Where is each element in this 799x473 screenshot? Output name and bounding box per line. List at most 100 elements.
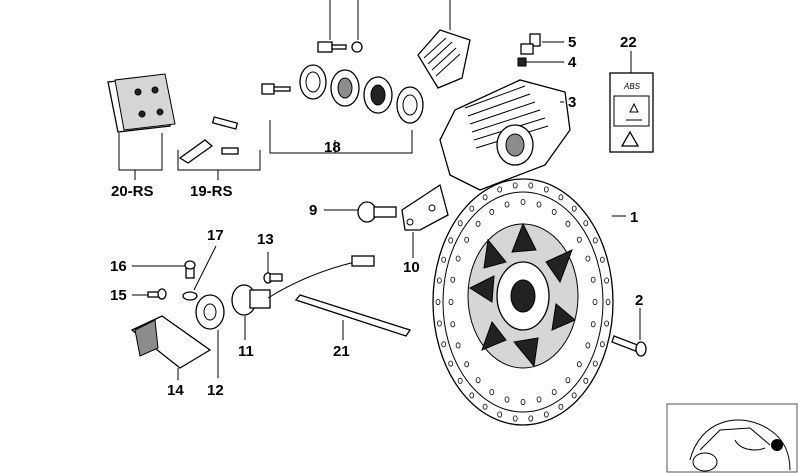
disc-hole (512, 415, 518, 422)
label-part-16: 16 (110, 258, 127, 275)
abs-sensor (231, 255, 375, 316)
disc-hole (448, 360, 454, 367)
label-part-3: 3 (568, 94, 576, 111)
sensor-screw (263, 272, 283, 284)
disc-hole (489, 208, 495, 215)
disc-hole (558, 403, 564, 410)
label-part-15: 15 (110, 287, 127, 304)
disc-hole (599, 341, 605, 348)
disc-hole (435, 298, 441, 305)
disc-hole (604, 277, 609, 284)
disc-hole (565, 377, 571, 384)
disc-hole (571, 205, 577, 212)
disc-hole (504, 396, 510, 403)
disc-hole (592, 237, 598, 244)
disc-hole (450, 321, 456, 328)
seal-kit (261, 41, 424, 124)
label-part-10: 10 (403, 259, 420, 276)
brake-pads (107, 73, 176, 133)
disc-hole (558, 194, 564, 201)
disc-hole (482, 403, 488, 410)
disc-hole (441, 341, 447, 348)
label-part-22: 22 (620, 34, 637, 51)
sensor-holder (130, 315, 212, 369)
disc-hole (469, 392, 475, 399)
disc-hole (475, 220, 481, 227)
label-part-4: 4 (568, 54, 577, 71)
disc-hole (599, 256, 605, 263)
brake-disc (432, 178, 614, 426)
disc-hole (536, 201, 542, 208)
part-labels: 1 2 3 4 5 9 10 11 12 13 14 15 16 17 18 1… (110, 34, 643, 399)
disc-hole (489, 389, 495, 396)
disc-hole (497, 186, 503, 193)
disc-hole (504, 201, 510, 208)
disc-hole (543, 411, 549, 418)
disc-hole (457, 377, 463, 384)
disc-hole (576, 361, 582, 368)
small-screws (147, 260, 198, 301)
disc-hole (536, 396, 542, 403)
disc-hole (455, 255, 461, 262)
label-part-9: 9 (309, 202, 317, 219)
disc-holes (435, 182, 611, 422)
disc-hole (436, 277, 442, 284)
disc-hole (520, 398, 526, 405)
cable-tie (294, 294, 412, 337)
label-part-12: 12 (207, 382, 224, 399)
location-marker-icon (771, 439, 783, 451)
disc-hole (450, 276, 456, 283)
disc-hole (585, 342, 591, 349)
disc-hole (528, 415, 534, 422)
disc-hole (551, 389, 557, 396)
disc-hole (583, 377, 589, 384)
abs-sticker: ABS (609, 72, 654, 153)
disc-hole (497, 411, 503, 418)
label-part-11: 11 (238, 343, 254, 360)
disc-hole (528, 182, 534, 189)
disc-hole (605, 298, 611, 305)
label-part-2: 2 (635, 292, 643, 309)
disc-hole (441, 256, 447, 263)
label-part-1: 1 (630, 209, 638, 226)
mount-bolt (357, 201, 397, 223)
label-part-20: 20-RS (111, 183, 154, 200)
disc-hole (583, 220, 589, 227)
disc-hole (475, 377, 481, 384)
disc-hole (457, 220, 463, 227)
pad-pins (178, 116, 239, 164)
brake-caliper (439, 79, 571, 191)
abs-sticker-text: ABS (623, 82, 641, 91)
label-part-13: 13 (257, 231, 274, 248)
disc-hole (576, 236, 582, 243)
disc-hole (464, 361, 470, 368)
bleed-valve (517, 33, 541, 67)
label-part-19: 19-RS (190, 183, 233, 200)
disc-hole (592, 298, 598, 305)
disc-hole (592, 360, 598, 367)
disc-hole (585, 255, 591, 262)
motorcycle-thumbnail (666, 403, 798, 473)
label-part-14: 14 (167, 382, 184, 399)
disc-hole (590, 321, 596, 328)
disc-hole (469, 205, 475, 212)
disc-hole (448, 298, 454, 305)
disc-hole (455, 342, 461, 349)
disc-hole (551, 208, 557, 215)
disc-hole (604, 320, 609, 327)
disc-hole (512, 182, 518, 189)
label-part-17: 17 (207, 227, 224, 244)
disc-hole (571, 392, 577, 399)
disc-bolt (611, 335, 647, 357)
caliper-cover (417, 29, 471, 89)
sensor-bracket (401, 183, 449, 231)
disc-hole (448, 237, 454, 244)
leader-lines (118, 0, 641, 380)
disc-hole (482, 194, 488, 201)
label-part-18: 18 (324, 139, 341, 156)
label-part-5: 5 (568, 34, 576, 51)
disc-hole (565, 220, 571, 227)
disc-hole (520, 198, 526, 205)
disc-hole (464, 236, 470, 243)
